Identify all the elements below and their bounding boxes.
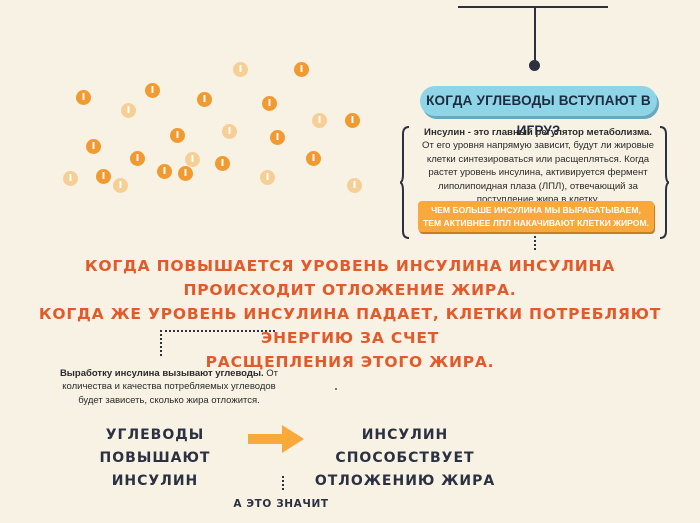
coin-icon: I — [130, 151, 145, 166]
right-brace-icon — [659, 126, 669, 239]
headline-line-1: КОГДА ПОВЫШАЕТСЯ УРОВЕНЬ ИНСУЛИНА ИНСУЛИ… — [84, 257, 616, 299]
coin-icon: I — [113, 178, 128, 193]
banner-line-2: ТЕМ АКТИВНЕЕ ЛПЛ НАКАЧИВАЮТ КЛЕТКИ ЖИРОМ… — [422, 218, 650, 228]
coin-icon: I — [222, 124, 237, 139]
carbs-info-paragraph: Выработку инсулина вызывают углеводы. От… — [58, 367, 280, 407]
coin-icon: I — [86, 139, 101, 154]
dotted-connector — [534, 236, 536, 250]
insulin-info-lead: Инсулин - это главный регулятор метаболи… — [424, 127, 652, 138]
flow-effect-text: ИНСУЛИН СПОСОБСТВУЕТ ОТЛОЖЕНИЮ ЖИРА — [300, 424, 510, 493]
dotted-connector-vertical — [160, 330, 162, 356]
coin-icon: I — [294, 62, 309, 77]
coin-icon: I — [185, 152, 200, 167]
arrow-right-icon — [248, 425, 304, 453]
insulin-highlight-banner: ЧЕМ БОЛЬШЕ ИНСУЛИНА МЫ ВЫРАБАТЫВАЕМ, ТЕМ… — [418, 201, 654, 232]
conclusion-lead-text: А ЭТО ЗНАЧИТ — [233, 498, 329, 510]
question-heading: КОГДА УГЛЕВОДЫ ВСТУПАЮТ В ИГРУ? — [420, 86, 657, 138]
banner-line-1: ЧЕМ БОЛЬШЕ ИНСУЛИНА МЫ ВЫРАБАТЫВАЕМ, — [431, 205, 641, 215]
coin-icon: I — [347, 178, 362, 193]
top-connector-line — [458, 6, 608, 8]
insulin-info-body: От его уровня напрямую зависит, будут ли… — [422, 140, 654, 206]
dotted-connector-bottom — [282, 476, 284, 490]
coin-icon: I — [197, 92, 212, 107]
coin-icon: I — [76, 90, 91, 105]
flow-effect-line-2: ОТЛОЖЕНИЮ ЖИРА — [314, 473, 496, 489]
coin-icon: I — [262, 96, 277, 111]
coin-icon: I — [306, 151, 321, 166]
headline-line-3: РАСЩЕПЛЕНИЯ ЭТОГО ЖИРА. — [205, 353, 495, 371]
flow-effect-line-1: ИНСУЛИН СПОСОБСТВУЕТ — [335, 427, 475, 466]
left-brace-icon — [400, 126, 410, 239]
top-connector-stem — [534, 6, 536, 64]
coin-icon: I — [312, 113, 327, 128]
carbs-info-body: От количества и качества потребляемых уг… — [62, 368, 279, 406]
insulin-info-paragraph: Инсулин - это главный регулятор метаболи… — [418, 126, 658, 206]
decorative-dot — [335, 388, 337, 390]
flow-cause-line-2: ИНСУЛИН — [111, 473, 199, 489]
main-headline: КОГДА ПОВЫШАЕТСЯ УРОВЕНЬ ИНСУЛИНА ИНСУЛИ… — [20, 254, 680, 374]
flow-cause-line-1: УГЛЕВОДЫ ПОВЫШАЮТ — [99, 427, 211, 466]
coin-icon: I — [121, 103, 136, 118]
dotted-connector-horizontal — [160, 330, 275, 332]
coin-icon: I — [170, 128, 185, 143]
coin-icon: I — [233, 62, 248, 77]
coin-icon: I — [157, 164, 172, 179]
coin-icon: I — [63, 171, 78, 186]
carbs-info-lead: Выработку инсулина вызывают углеводы. — [59, 368, 264, 379]
coin-icon: I — [96, 169, 111, 184]
coin-icon: I — [215, 156, 230, 171]
coin-icon: I — [345, 113, 360, 128]
flow-cause-text: УГЛЕВОДЫ ПОВЫШАЮТ ИНСУЛИН — [60, 424, 250, 493]
coin-icon: I — [270, 130, 285, 145]
coin-icon: I — [145, 83, 160, 98]
coin-icon: I — [260, 170, 275, 185]
headline-line-2: КОГДА ЖЕ УРОВЕНЬ ИНСУЛИНА ПАДАЕТ, КЛЕТКИ… — [38, 305, 662, 347]
coin-icon: I — [178, 166, 193, 181]
top-connector-dot — [529, 60, 540, 71]
